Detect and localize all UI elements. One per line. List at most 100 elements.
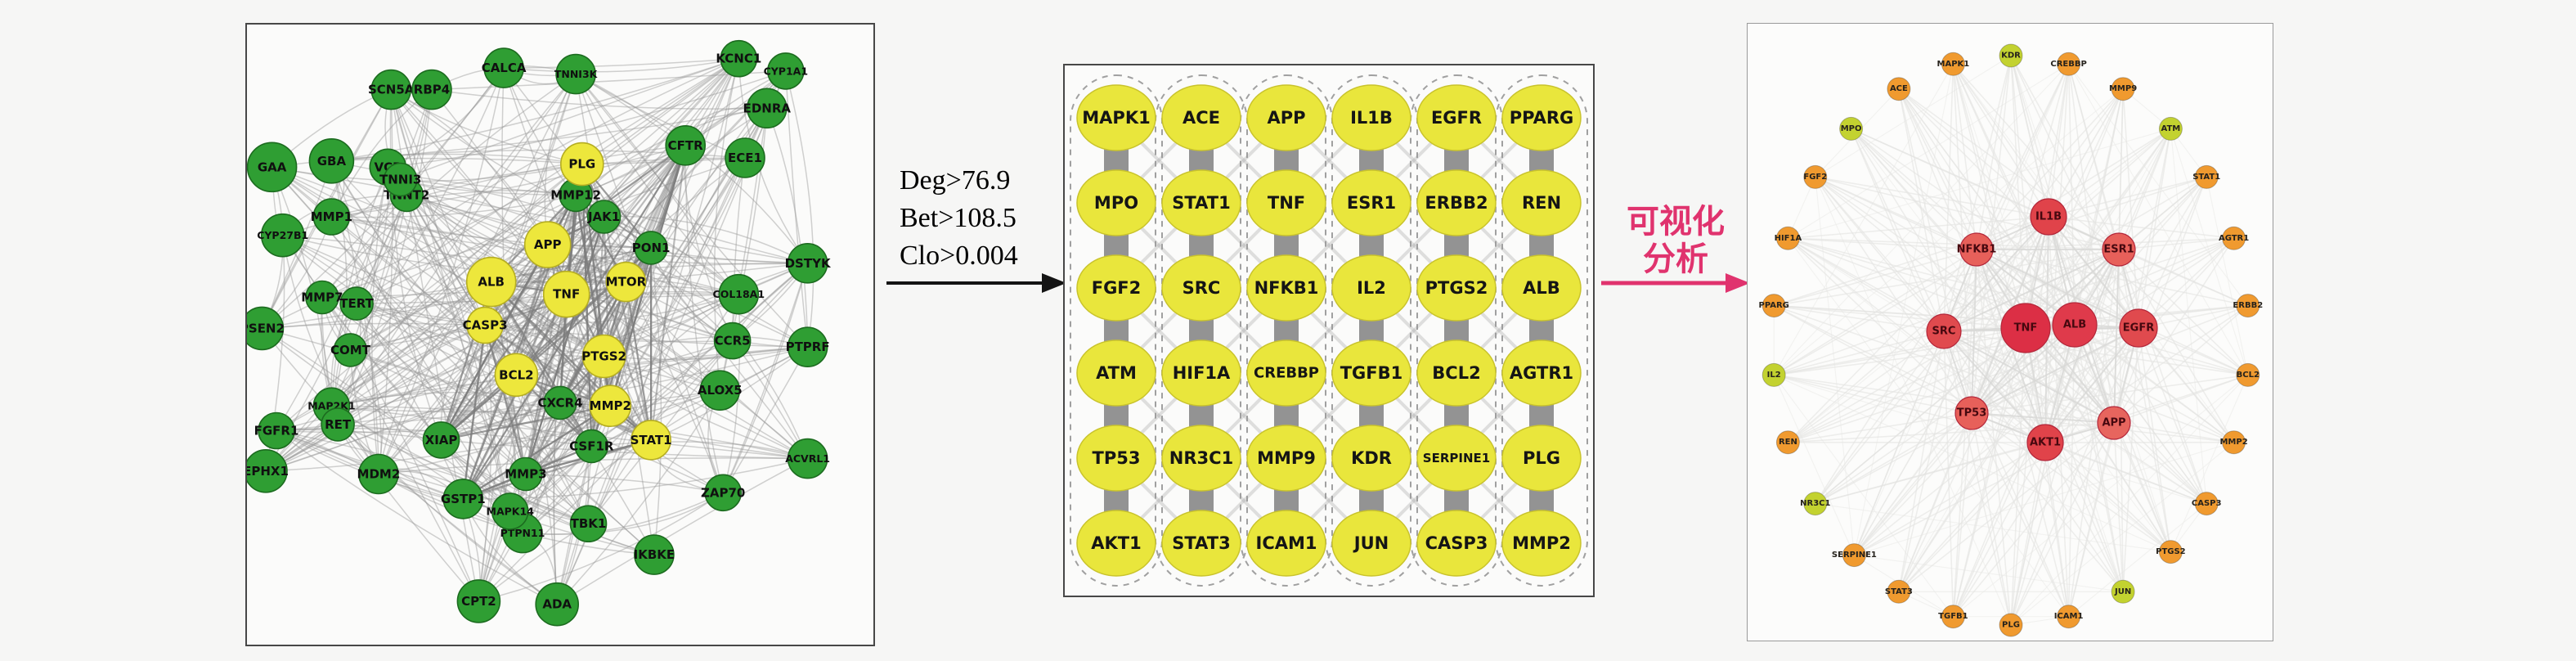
visualize-label: 可视化 分析 bbox=[1601, 203, 1750, 278]
gene-node: EDNRA bbox=[743, 88, 791, 129]
svg-text:ICAM1: ICAM1 bbox=[2054, 612, 2084, 621]
svg-text:HIF1A: HIF1A bbox=[1173, 363, 1231, 383]
ring-gene-node: NR3C1 bbox=[1800, 492, 1831, 516]
svg-text:STAT1: STAT1 bbox=[2192, 173, 2220, 182]
gene-node: PON1 bbox=[632, 231, 671, 265]
svg-text:CSF1R: CSF1R bbox=[569, 438, 614, 453]
svg-text:APP: APP bbox=[534, 237, 562, 252]
gene-node: CASP3 bbox=[463, 306, 508, 344]
hub-gene-node: PLG bbox=[1501, 425, 1582, 492]
hub-gene-node: MPO bbox=[1076, 169, 1156, 236]
ring-gene-node: MMP2 bbox=[2219, 430, 2248, 455]
svg-text:MMP2: MMP2 bbox=[1512, 533, 1571, 553]
gene-node: TNNI3 bbox=[379, 162, 421, 197]
svg-text:PPARG: PPARG bbox=[1510, 108, 1574, 128]
svg-text:MMP12: MMP12 bbox=[550, 187, 601, 202]
gene-node: APP bbox=[523, 221, 572, 268]
ring-gene-node: MMP9 bbox=[2109, 77, 2137, 101]
hub-gene-node: AGTR1 bbox=[1501, 339, 1582, 407]
svg-text:STAT3: STAT3 bbox=[1885, 587, 1913, 596]
hub-gene-node: IL2 bbox=[1331, 254, 1411, 322]
svg-text:AKT1: AKT1 bbox=[2030, 437, 2061, 449]
svg-text:PTPRF: PTPRF bbox=[786, 339, 830, 354]
svg-text:TNF: TNF bbox=[553, 287, 580, 302]
hub-gene-node: PTGS2 bbox=[1416, 254, 1497, 322]
hub-gene-node: ALB bbox=[1501, 254, 1582, 322]
ring-gene-node: FGF2 bbox=[1803, 164, 1828, 189]
svg-text:CFTR: CFTR bbox=[668, 138, 703, 153]
gene-node: DSTYK bbox=[785, 242, 832, 284]
svg-text:MPO: MPO bbox=[1094, 193, 1138, 213]
hub-gene-node: MMP2 bbox=[1501, 510, 1582, 577]
hub-gene-node: TP53 bbox=[1076, 425, 1156, 492]
svg-text:SERPINE1: SERPINE1 bbox=[1423, 451, 1490, 465]
svg-text:PLG: PLG bbox=[1523, 448, 1560, 468]
gene-node: MAPK14 bbox=[487, 492, 534, 530]
gene-node: CFTR bbox=[665, 125, 707, 166]
filter-line-degree: Deg>76.9 bbox=[900, 165, 1011, 196]
gene-node: EPHX1 bbox=[247, 449, 289, 493]
gene-node: MMP7 bbox=[301, 280, 343, 315]
ring-gene-node: CREBBP bbox=[2050, 52, 2087, 76]
svg-text:APP: APP bbox=[2102, 417, 2125, 429]
svg-text:STAT1: STAT1 bbox=[631, 433, 672, 447]
svg-text:BCL2: BCL2 bbox=[499, 367, 533, 382]
ring-gene-node: PLG bbox=[1999, 613, 2023, 637]
svg-text:ADA: ADA bbox=[542, 597, 572, 612]
svg-text:TNNI3K: TNNI3K bbox=[554, 68, 599, 80]
gene-node: KCNC1 bbox=[716, 39, 761, 78]
svg-text:CPT2: CPT2 bbox=[461, 594, 496, 609]
svg-text:PLG: PLG bbox=[2002, 621, 2020, 630]
svg-text:ESR1: ESR1 bbox=[1347, 193, 1396, 213]
svg-text:CYP1A1: CYP1A1 bbox=[764, 65, 808, 77]
core-gene-node: NFKB1 bbox=[1957, 232, 1996, 267]
svg-text:REN: REN bbox=[1522, 193, 1561, 213]
svg-text:PTGS2: PTGS2 bbox=[1425, 278, 1488, 298]
gene-node: RBP4 bbox=[411, 69, 452, 110]
svg-text:TNF: TNF bbox=[2014, 322, 2038, 335]
svg-text:ATM: ATM bbox=[1096, 363, 1137, 383]
core-gene-node: TP53 bbox=[1954, 396, 1989, 430]
hub-gene-node: ICAM1 bbox=[1246, 510, 1326, 577]
svg-text:IL2: IL2 bbox=[1767, 371, 1781, 380]
svg-text:BCL2: BCL2 bbox=[1432, 363, 1480, 383]
svg-text:ECE1: ECE1 bbox=[728, 151, 762, 165]
gene-node: GBA bbox=[308, 138, 355, 184]
gene-node: FGFR1 bbox=[254, 411, 298, 450]
svg-text:PTPN11: PTPN11 bbox=[500, 527, 545, 539]
svg-text:KDR: KDR bbox=[2001, 52, 2021, 61]
svg-text:ALB: ALB bbox=[478, 275, 505, 290]
hub-gene-node: APP bbox=[1246, 84, 1326, 151]
hub-gene-node: ESR1 bbox=[1331, 169, 1411, 236]
ring-gene-node: SERPINE1 bbox=[1832, 543, 1877, 568]
ring-gene-node: BCL2 bbox=[2236, 362, 2260, 387]
svg-text:PON1: PON1 bbox=[632, 241, 671, 255]
ring-gene-node: ICAM1 bbox=[2054, 605, 2084, 629]
svg-text:TBK1: TBK1 bbox=[571, 516, 607, 531]
core-network-graph: KDRCREBBPMMP9ATMSTAT1AGTR1ERBB2BCL2MMP2C… bbox=[1759, 43, 2263, 637]
svg-text:IL1B: IL1B bbox=[2035, 211, 2062, 223]
hub-gene-node: ERBB2 bbox=[1416, 169, 1497, 236]
svg-text:EPHX1: EPHX1 bbox=[247, 464, 289, 479]
hub-gene-node: NFKB1 bbox=[1246, 254, 1326, 322]
network-nodes: GAAGBACYP27B1PSEN2EPHX1SCN5ARBP4CALCATNN… bbox=[247, 39, 832, 627]
hub-gene-node: KDR bbox=[1331, 425, 1411, 492]
gene-node: PTPRF bbox=[786, 326, 830, 368]
visualize-arrow-icon bbox=[1601, 273, 1750, 293]
gene-node: MTOR bbox=[605, 261, 647, 303]
svg-text:STAT3: STAT3 bbox=[1172, 533, 1230, 553]
svg-text:ALOX5: ALOX5 bbox=[698, 383, 743, 398]
gene-node: XIAP bbox=[422, 421, 460, 459]
core-gene-node: SRC bbox=[1926, 313, 1962, 349]
svg-text:TGFB1: TGFB1 bbox=[1938, 612, 1968, 621]
core-gene-node: APP bbox=[2097, 406, 2131, 440]
svg-text:MMP7: MMP7 bbox=[301, 290, 343, 305]
gene-node: CSF1R bbox=[569, 429, 614, 464]
ppi-network-panel: GAAGBACYP27B1PSEN2EPHX1SCN5ARBP4CALCATNN… bbox=[245, 23, 875, 646]
svg-text:FGF2: FGF2 bbox=[1803, 173, 1827, 182]
svg-text:XIAP: XIAP bbox=[425, 433, 458, 447]
